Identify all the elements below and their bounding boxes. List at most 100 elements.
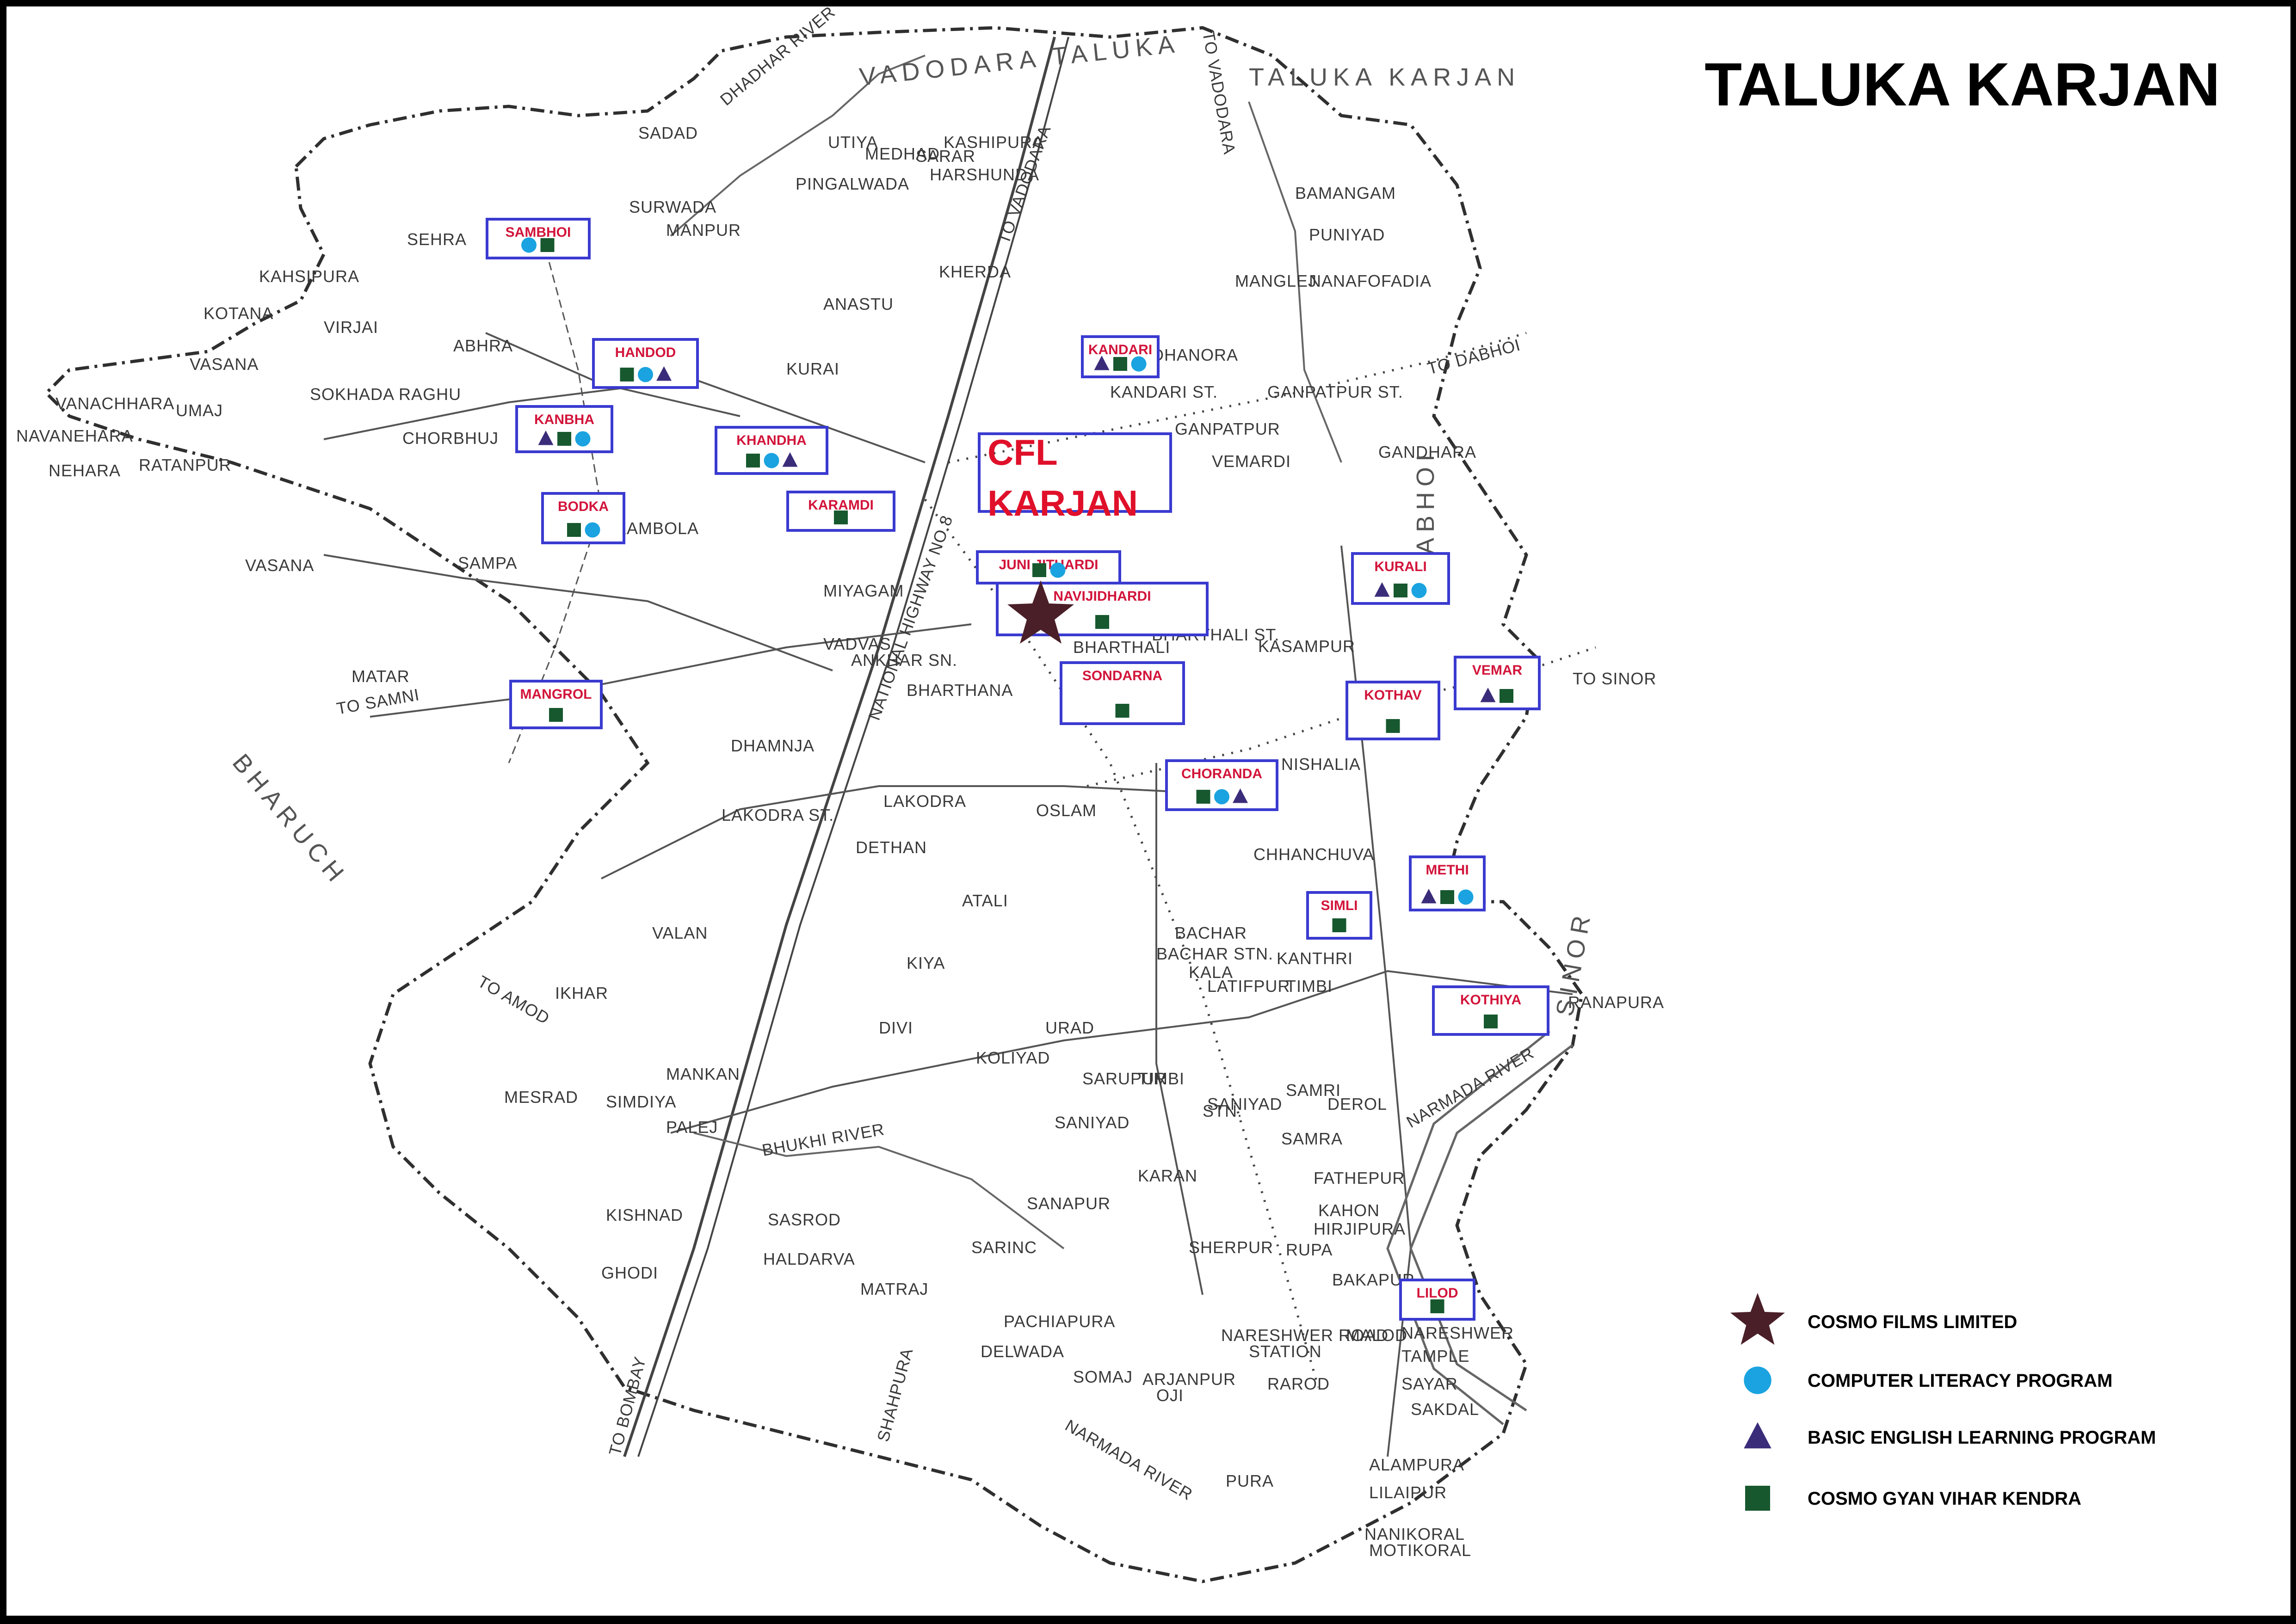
railway-dabhoi [948, 332, 1527, 464]
place-label: SOKHADA RAGHU [310, 385, 461, 404]
river-narmada-2 [1386, 1030, 1550, 1425]
place-label: HALDARVA [763, 1249, 855, 1268]
triangle-marker [1374, 582, 1390, 597]
village-name: MANGROL [520, 687, 592, 702]
place-label: ARJANPUR [1142, 1370, 1236, 1389]
place-label: PACHIAPURA [1004, 1312, 1115, 1331]
place-label: VASANA [245, 556, 314, 575]
place-label: STN. [1203, 1101, 1242, 1120]
triangle-marker [782, 452, 798, 467]
place-label: SARINC [971, 1238, 1037, 1257]
village-box: KHANDHA [715, 426, 828, 475]
village-name: KANDARI [1088, 342, 1152, 357]
circle-marker [1411, 583, 1427, 598]
place-label: SAYAR [1401, 1374, 1458, 1393]
right-border [2290, 0, 2296, 1624]
legend-item: COSMO FILMS LIMITED [1730, 1293, 2017, 1345]
place-label: KARAN [1138, 1166, 1197, 1185]
circle-marker [521, 237, 537, 253]
place-label: PALEJ [666, 1118, 718, 1137]
place-label: KAMBOLA [615, 519, 699, 538]
place-label: NEHARA [49, 461, 121, 480]
place-label: DELWADA [981, 1342, 1064, 1361]
place-label: CHHANCHUVA [1253, 845, 1374, 864]
village-name: SIMLI [1321, 898, 1358, 913]
village-name: HANDOD [615, 345, 676, 360]
place-label: VIRJAI [324, 318, 378, 337]
place-label: SURWADA [629, 197, 716, 216]
place-label: MATRAJ [860, 1280, 928, 1298]
place-label: SHERPUR [1189, 1238, 1273, 1257]
village-name: KHANDHA [736, 433, 807, 448]
village-box: KOTHAV [1346, 681, 1440, 740]
place-label: KASAMPUR [1258, 637, 1355, 656]
place-label: PUNIYAD [1309, 225, 1385, 244]
place-label: TIMBI [1138, 1069, 1185, 1088]
place-label: NISHALIA [1281, 755, 1361, 774]
place-label: HARSHUNDA [930, 165, 1039, 184]
village-box-border [976, 550, 1121, 584]
place-label: DIVI [879, 1018, 913, 1037]
triangle-marker [1233, 788, 1248, 803]
village-box: BODKA [541, 492, 625, 544]
place-label: SANAPUR [1027, 1194, 1111, 1213]
village-box: JUNI JITHARDI [976, 550, 1121, 584]
village-box-border [541, 492, 625, 544]
river-narmada [1409, 1044, 1574, 1412]
square-marker [1430, 1299, 1444, 1313]
place-label: TO SINOR [1573, 669, 1656, 688]
village-box-border [486, 218, 591, 259]
place-label: NARESHWER [1401, 1323, 1514, 1342]
village-name: KOTHAV [1364, 688, 1421, 703]
village-box: KARAMDI [786, 491, 895, 532]
square-marker [620, 368, 634, 381]
place-label: SAMRA [1281, 1129, 1343, 1148]
place-label: MEDHAD [865, 144, 940, 163]
place-label: VADVAS [823, 634, 891, 653]
place-label: DHANORA [1152, 345, 1238, 364]
place-label: ANASTU [823, 295, 894, 314]
circle-marker [764, 453, 779, 468]
place-label: OSLAM [1036, 801, 1097, 820]
village-box-border [1454, 656, 1541, 710]
village-name: SAMBHOI [506, 225, 571, 240]
place-label: BHARTHANA [907, 681, 1013, 700]
place-label: MATAR [352, 667, 410, 686]
place-label: RUPA [1286, 1240, 1333, 1259]
place-label: DEROL [1327, 1095, 1387, 1113]
triangle-legend-icon [1744, 1422, 1771, 1449]
place-label: KANTHRI [1277, 949, 1353, 968]
legend-label: COSMO GYAN VIHAR KENDRA [1808, 1489, 2081, 1509]
place-label: MALOD [1346, 1326, 1407, 1345]
place-label: SAMRI [1286, 1081, 1341, 1100]
village-layer: SAMBHOI HANDOD KANBHA KHANDHA BODKA KARAMDI KA… [486, 218, 1549, 1321]
place-label: ANKHAR SN. [851, 651, 957, 670]
place-label: DETHAN [856, 838, 927, 857]
place-label: LAKODRA ST. [722, 806, 834, 824]
village-box: KANBHA [515, 405, 613, 453]
place-label: KALA [1189, 963, 1233, 982]
place-label: RANAPURA [1568, 993, 1664, 1012]
river-bhukhi [693, 1132, 1065, 1249]
circle-marker [638, 367, 653, 382]
place-label: PURA [1226, 1471, 1274, 1490]
place-label: NANAFOFADIA [1309, 271, 1432, 290]
place-label: TIMBI [1286, 977, 1333, 996]
river-east [1248, 101, 1342, 463]
river-dhadhar [670, 55, 926, 237]
place-label: GANDHARA [1378, 443, 1476, 461]
square-marker [540, 238, 555, 252]
place-label: GANPATPUR [1175, 419, 1280, 438]
square-marker [567, 523, 581, 537]
place-label: KANDARI ST. [1110, 382, 1218, 401]
place-label: ATALI [962, 891, 1008, 910]
place-label: OJI [1156, 1386, 1184, 1405]
place-label: RAROD [1267, 1374, 1330, 1393]
place-label: ALAMPURA [1369, 1455, 1464, 1474]
village-box: MANGROL [509, 680, 603, 729]
village-name: NAVIJIDHARDI [1053, 589, 1151, 604]
place-label: SEHRA [407, 230, 467, 249]
legend-item: BASIC ENGLISH LEARNING PROGRAM [1744, 1422, 2156, 1449]
